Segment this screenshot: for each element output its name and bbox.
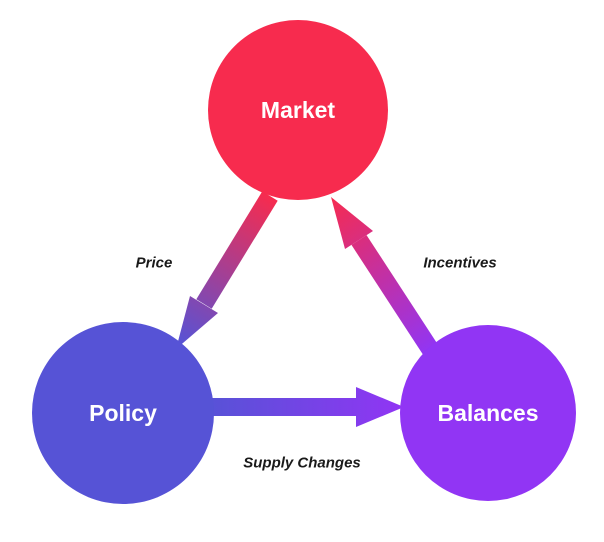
edge-label-supply-changes: Supply Changes bbox=[243, 455, 361, 472]
market-circle bbox=[208, 20, 388, 200]
edge-label-incentives: Incentives bbox=[423, 255, 496, 272]
balances-circle bbox=[400, 325, 576, 501]
node-balances: Balances bbox=[400, 325, 576, 501]
node-policy: Policy bbox=[32, 322, 214, 504]
policy-label: Policy bbox=[89, 400, 157, 426]
arrow-supply-changes bbox=[205, 387, 404, 427]
edge-label-price: Price bbox=[136, 255, 173, 272]
arrow-price bbox=[176, 191, 278, 349]
policy-circle bbox=[32, 322, 214, 504]
arrow-incentives bbox=[331, 197, 440, 357]
balances-label: Balances bbox=[437, 400, 538, 426]
node-market: Market bbox=[208, 20, 388, 200]
market-label: Market bbox=[261, 97, 335, 123]
